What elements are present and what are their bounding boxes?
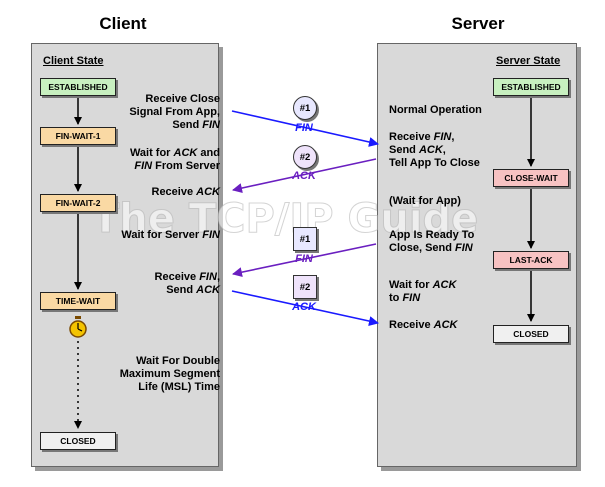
server-state-close-wait: CLOSE-WAIT (493, 169, 569, 187)
message-badge-1: #1 (293, 96, 317, 120)
message-label-ack-1: ACK (292, 170, 316, 182)
message-badge-4: #2 (293, 275, 317, 299)
message-badge-2: #2 (293, 145, 317, 169)
client-desc-wait-ack-fin: Wait for ACK and FIN From Server (129, 147, 220, 172)
client-desc-wait-server-fin: Wait for Server FIN (121, 229, 220, 241)
fin-arrow-2 (232, 243, 377, 278)
client-desc-wait-msl: Wait For Double Maximum Segment Life (MS… (119, 355, 220, 393)
client-desc-receive-ack: Receive ACK (151, 186, 221, 198)
client-panel (31, 43, 219, 467)
server-desc-wait-app: (Wait for App) (389, 195, 461, 207)
client-desc-close-signal: Receive Close Signal From App, Send FIN (129, 93, 220, 131)
server-state-header: Server State (496, 55, 561, 67)
client-state-fin-wait-1: FIN-WAIT-1 (40, 127, 116, 145)
message-badge-3: #1 (293, 227, 317, 251)
server-desc-app-ready: App Is Ready To Close, Send FIN (389, 229, 475, 254)
stopwatch-icon (69, 316, 87, 338)
fin-arrow-1 (231, 110, 379, 147)
ack-arrow-1 (232, 158, 377, 193)
server-desc-receive-fin: Receive FIN, Send ACK, Tell App To Close (389, 131, 480, 169)
client-desc-receive-fin: Receive FIN, Send ACK (154, 271, 220, 296)
server-state-last-ack: LAST-ACK (493, 251, 569, 269)
client-state-time-wait: TIME-WAIT (40, 292, 116, 310)
ack-arrow-2 (231, 290, 379, 326)
watermark: The TCP/IP Guide (91, 196, 479, 243)
server-state-closed: CLOSED (493, 325, 569, 343)
message-label-fin-1: FIN (295, 122, 313, 134)
client-state-fin-wait-2: FIN-WAIT-2 (40, 194, 116, 212)
client-state-header: Client State (43, 55, 104, 67)
client-state-closed: CLOSED (40, 432, 116, 450)
server-state-established: ESTABLISHED (493, 78, 569, 96)
message-label-fin-2: FIN (295, 253, 313, 265)
client-state-established: ESTABLISHED (40, 78, 116, 96)
server-desc-normal-op: Normal Operation (389, 104, 482, 116)
client-title: Client (99, 14, 147, 33)
message-label-ack-2: ACK (292, 301, 316, 313)
server-title: Server (451, 14, 505, 33)
server-desc-wait-ack-fin: Wait for ACK to FIN (389, 279, 457, 304)
server-desc-receive-ack: Receive ACK (389, 319, 458, 331)
